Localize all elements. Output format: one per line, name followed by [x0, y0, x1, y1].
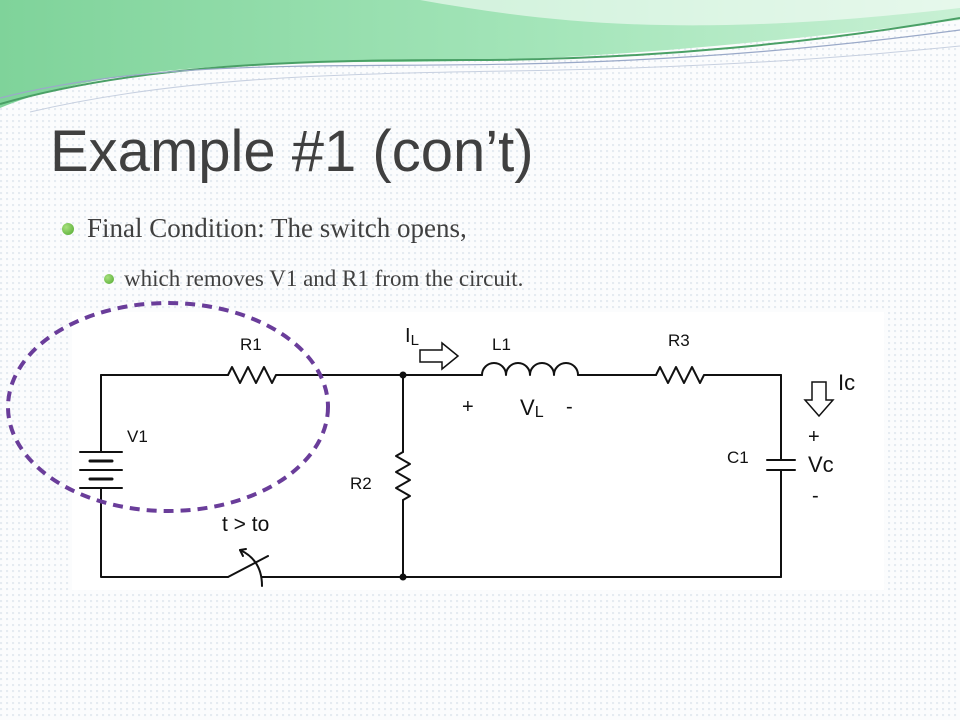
circuit-diagram: R1 L1 R3 R2 C1 V1 IL + VL - Ic + Vc - t …	[6, 301, 884, 590]
resistor-r3	[655, 366, 707, 384]
battery-v1	[79, 451, 123, 489]
label-ic: Ic	[838, 370, 855, 395]
label-il: IL	[405, 325, 419, 349]
label-r1: R1	[240, 335, 262, 354]
current-il-arrow-icon	[419, 341, 460, 371]
wire-left-bottom	[100, 487, 229, 578]
label-l1: L1	[492, 335, 511, 354]
label-c1: C1	[727, 448, 749, 467]
label-vc-plus: +	[808, 426, 820, 448]
current-ic-arrow-icon	[803, 381, 835, 418]
header-swoosh-decoration	[0, 0, 960, 113]
label-vl-main: V	[520, 395, 535, 420]
label-switch: t > to	[222, 513, 269, 536]
label-vl-sub: L	[535, 404, 544, 421]
label-r3: R3	[668, 331, 690, 350]
circuit-background	[72, 312, 884, 590]
bullet-dot-icon	[62, 223, 74, 235]
bullet-text: Final Condition: The switch opens,	[87, 213, 467, 243]
capacitor-c1	[766, 459, 796, 471]
switch-blade	[227, 555, 269, 578]
label-vc: Vc	[808, 452, 834, 477]
bullet-dot-icon	[104, 274, 114, 284]
label-vl-plus: +	[462, 396, 474, 418]
label-il-main: I	[405, 325, 411, 347]
slide-title: Example #1 (con’t)	[50, 119, 534, 184]
label-vl-minus: -	[566, 396, 573, 418]
label-vl: VL	[520, 395, 544, 421]
resistor-r1	[227, 366, 281, 384]
highlight-ellipse	[6, 301, 330, 513]
switch-arc-icon	[239, 549, 263, 587]
label-r2: R2	[350, 474, 372, 493]
label-v1: V1	[127, 427, 148, 446]
resistor-r2	[395, 451, 411, 501]
sub-bullet-text: which removes V1 and R1 from the circuit…	[124, 266, 524, 291]
inductor-l1	[481, 362, 579, 376]
junction-top	[399, 371, 407, 379]
label-vc-minus: -	[812, 485, 819, 507]
junction-bottom	[399, 573, 407, 581]
switch-arrowhead-icon	[239, 548, 247, 557]
label-il-sub: L	[411, 332, 419, 349]
